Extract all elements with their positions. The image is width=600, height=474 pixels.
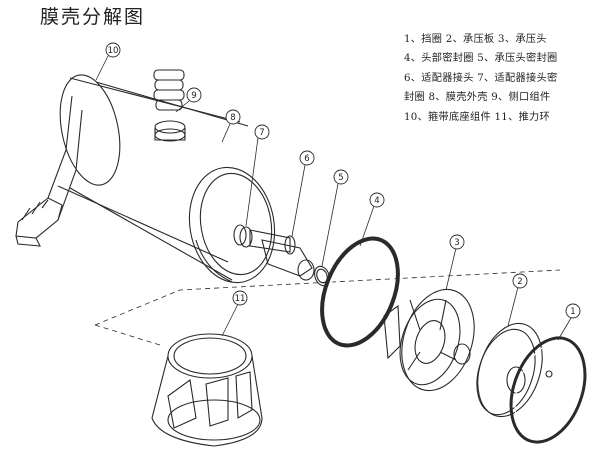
legend-line: 封圈 8、膜壳外壳 9、侧口组件 — [404, 92, 551, 104]
legend-line: 6、适配器接头 7、适配器接头密 — [404, 72, 558, 84]
thrust-ring — [151, 333, 263, 447]
callout-numbers: 10 9 8 7 6 5 4 3 2 1 11 — [108, 46, 576, 317]
callout-circle — [105, 42, 121, 58]
side-port-assembly — [153, 69, 186, 142]
callout-label-5: 5 — [338, 173, 343, 183]
strap-base-assembly — [15, 95, 83, 247]
pressure-head — [383, 288, 475, 392]
legend-line: 10、箍带底座组件 11、推力环 — [404, 111, 551, 123]
callout-label-9: 9 — [191, 91, 196, 101]
parts-legend: 1、挡圈 2、承压板 3、承压头 4、头部密封圈 5、承压头密封圈 6、适配器接… — [404, 30, 594, 127]
part-callouts — [105, 42, 581, 319]
callout-circle — [512, 273, 528, 289]
callout-circle — [232, 290, 248, 306]
adapter-connector — [249, 229, 315, 281]
assembly-axis-line-lower — [94, 324, 161, 346]
assembly-axis-line — [94, 269, 561, 326]
callout-circle — [333, 169, 349, 185]
vessel-shell — [57, 74, 276, 284]
callout-label-10: 10 — [108, 46, 119, 56]
callout-circle — [254, 124, 270, 140]
callout-label-4: 4 — [374, 196, 379, 206]
callout-circle — [299, 150, 315, 166]
callout-label-11: 11 — [235, 294, 246, 304]
callout-circle — [565, 303, 581, 319]
callout-label-6: 6 — [304, 154, 309, 164]
callout-circle — [225, 109, 241, 125]
callout-label-3: 3 — [454, 238, 459, 248]
adapter-seal — [233, 224, 253, 248]
callout-label-7: 7 — [259, 128, 264, 138]
callout-circle — [186, 87, 202, 103]
callout-label-8: 8 — [230, 113, 235, 123]
retaining-ring — [509, 336, 587, 444]
head-seal-ring — [320, 236, 400, 348]
callout-circle — [449, 234, 465, 250]
callout-label-1: 1 — [570, 307, 575, 317]
callout-label-2: 2 — [517, 277, 522, 287]
legend-line: 4、头部密封圈 5、承压头密封圈 — [404, 53, 558, 65]
legend-line: 1、挡圈 2、承压板 3、承压头 — [404, 34, 547, 45]
callout-circle — [369, 192, 385, 208]
diagram-title: 膜壳分解图 — [40, 6, 146, 28]
leader-lines — [95, 55, 572, 341]
